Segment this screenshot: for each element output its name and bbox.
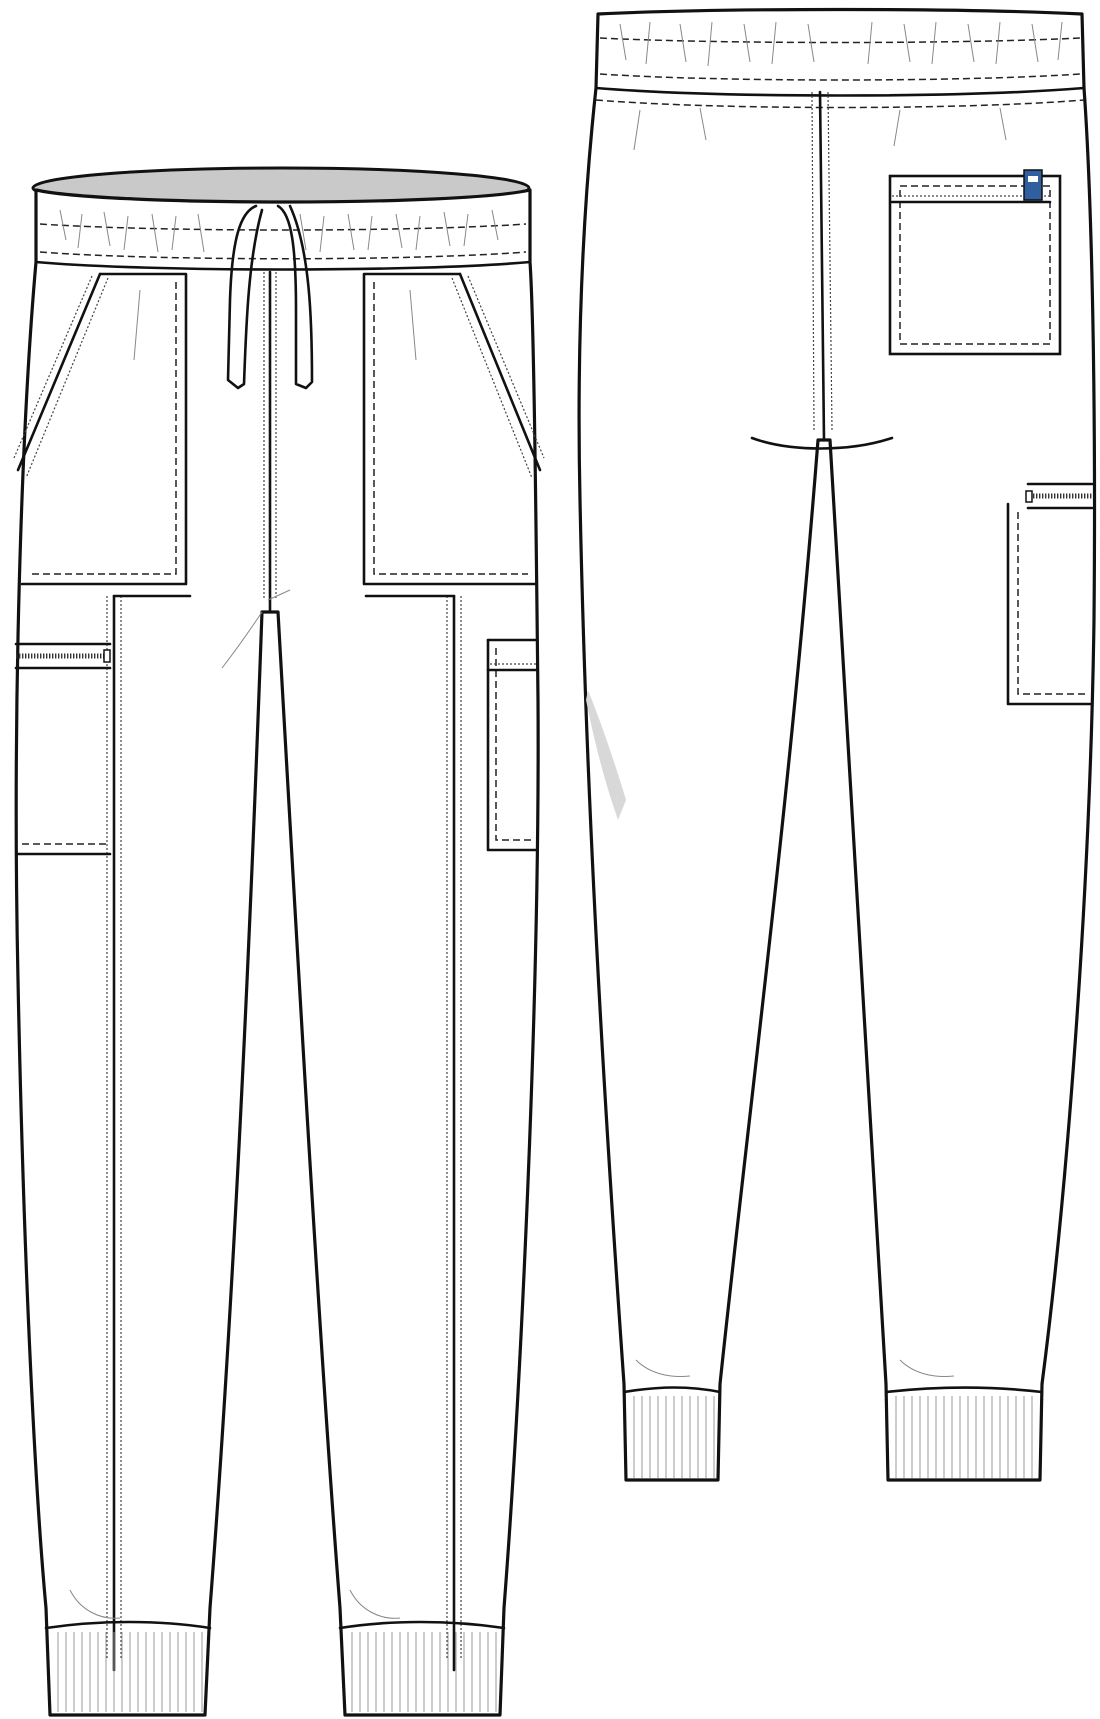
back-right-hem-crease (899, 1359, 955, 1377)
front-right-pocket (362, 272, 545, 586)
back-inseam-shade (586, 690, 626, 820)
back-right-cuff (884, 1386, 1044, 1478)
back-left-cuff (622, 1386, 722, 1478)
front-waistband-stitch-top (39, 223, 527, 231)
back-center-stitch (811, 91, 815, 431)
back-zip-cargo-pocket (1006, 482, 1094, 706)
back-waistband-stitch-top (599, 37, 1081, 44)
back-seat-curve (750, 436, 894, 450)
front-right-cuff (338, 1620, 506, 1712)
front-waistband-seam (34, 260, 532, 271)
front-left-pocket (13, 272, 188, 586)
front-right-hem-crease (349, 1589, 401, 1619)
back-waistband-seam (594, 86, 1086, 97)
brand-label-tag-icon (1023, 169, 1043, 201)
back-center-seam (818, 90, 826, 442)
front-view (13, 166, 545, 1717)
front-left-cuff (44, 1620, 212, 1712)
crotch-crease (221, 611, 263, 669)
back-view (577, 7, 1097, 1482)
front-waistband-gathers (59, 209, 499, 253)
drawstring (226, 204, 314, 390)
front-right-cargo-pocket (486, 638, 538, 852)
crotch-crease-2 (267, 589, 291, 601)
front-pant-outline (14, 188, 540, 1717)
back-waistband-gathers (619, 21, 1063, 151)
front-left-hem-crease (69, 1589, 121, 1619)
front-waistband-stitch-bottom (39, 251, 527, 260)
back-waistband-stitch-bottom (599, 73, 1081, 81)
back-pant-outline (577, 7, 1097, 1482)
back-left-hem-crease (635, 1359, 691, 1377)
back-center-stitch-2 (827, 91, 833, 431)
front-left-zip-pocket (14, 642, 112, 856)
back-yoke-stitch (595, 99, 1085, 109)
back-patch-pocket (888, 169, 1062, 356)
